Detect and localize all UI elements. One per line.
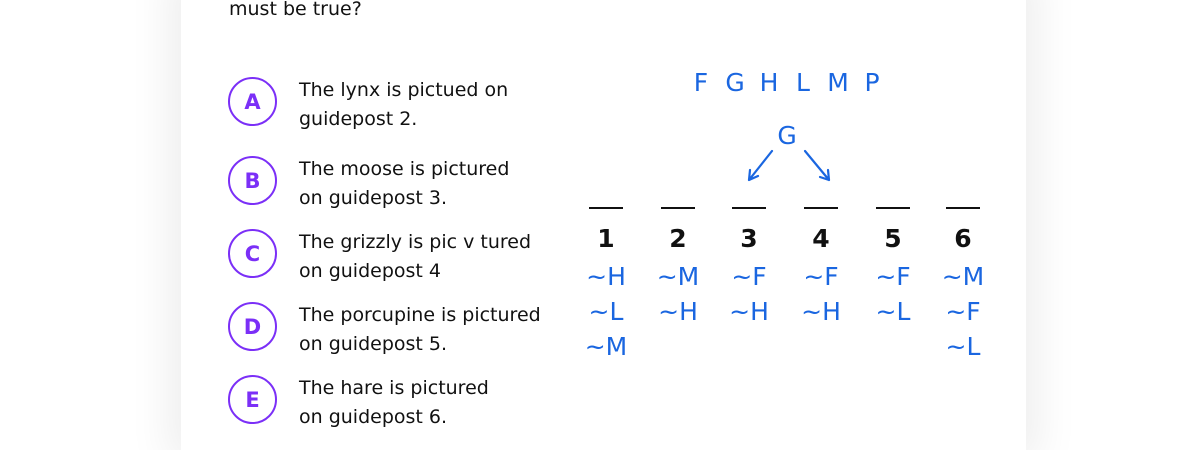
option-line: The grizzly is pic v tured (299, 231, 531, 253)
slot-blank (804, 207, 838, 209)
exclusion-note: ~F (803, 262, 839, 291)
option-line: guidepost 2. (299, 108, 418, 130)
option-text: The lynx is pictued on guidepost 2. (299, 76, 569, 134)
option-line: The porcupine is pictured (299, 304, 541, 326)
option-text: The grizzly is pic v tured on guidepost 4 (299, 228, 569, 286)
exclusion-note: ~H (801, 297, 841, 326)
letter-H: H (759, 68, 779, 97)
g-label: G (777, 121, 797, 150)
letter-F: F (693, 68, 709, 97)
slot-number: 5 (884, 224, 902, 253)
slot-number: 6 (954, 224, 972, 253)
option-letter-circle[interactable]: D (228, 302, 277, 351)
option-text: The porcupine is pictured on guidepost 5. (299, 301, 569, 359)
exclusion-note: ~M (656, 262, 700, 291)
slot-blank (876, 207, 910, 209)
option-line: on guidepost 4 (299, 260, 441, 282)
exclusion-note: ~M (941, 262, 985, 291)
arrows (747, 149, 831, 182)
exclusion-note: ~F (731, 262, 767, 291)
slot-number: 1 (597, 224, 615, 253)
slot-blank (589, 207, 623, 209)
option-line: The moose is pictured (299, 158, 510, 180)
letter-P: P (864, 68, 880, 97)
letter-L: L (796, 68, 810, 97)
letter-M: M (827, 68, 849, 97)
option-letter-circle[interactable]: B (228, 156, 277, 205)
option-letter-circle[interactable]: A (228, 77, 277, 126)
option-line: on guidepost 3. (299, 187, 448, 209)
exclusion-note: ~H (729, 297, 769, 326)
option-line: The lynx is pictued on (299, 79, 509, 101)
exclusion-note: ~F (945, 297, 981, 326)
slot-number: 2 (669, 224, 687, 253)
slot-blank (732, 207, 766, 209)
question-text: must be true? (229, 0, 362, 20)
arrow-right-icon (803, 149, 831, 182)
option-letter-circle[interactable]: C (228, 229, 277, 278)
exclusion-note: ~H (586, 262, 626, 291)
exclusion-note: ~L (588, 297, 624, 326)
exclusion-note: ~H (658, 297, 698, 326)
slot-number: 4 (812, 224, 830, 253)
letter-G: G (725, 68, 745, 97)
question-card (181, 0, 1026, 450)
option-line: on guidepost 5. (299, 333, 448, 355)
exclusion-note: ~L (875, 297, 911, 326)
slot-blank (661, 207, 695, 209)
slot-blank (946, 207, 980, 209)
exclusion-note: ~M (584, 332, 628, 361)
option-text: The moose is pictured on guidepost 3. (299, 155, 569, 213)
exclusion-note: ~L (945, 332, 981, 361)
exclusion-note: ~F (875, 262, 911, 291)
option-line: The hare is pictured (299, 377, 489, 399)
arrow-left-icon (747, 149, 774, 182)
slot-number: 3 (740, 224, 758, 253)
